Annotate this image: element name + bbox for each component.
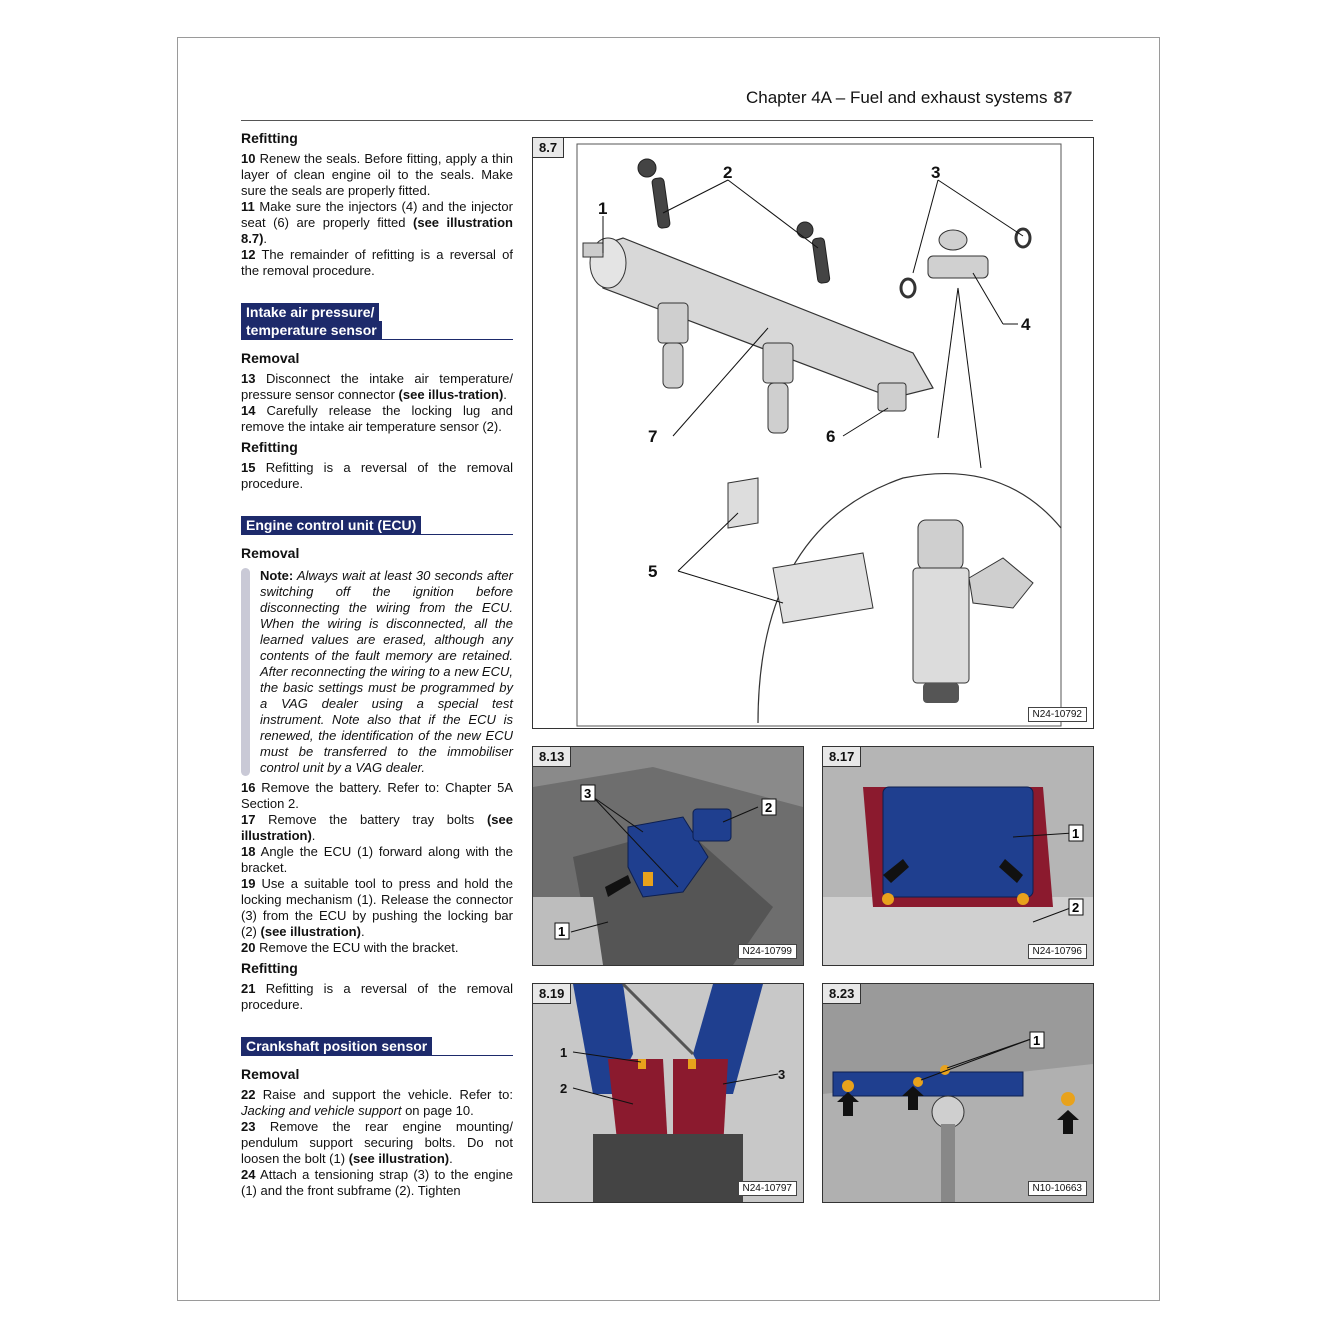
- paragraph-23: 23 Remove the rear engine mounting/ pend…: [241, 1119, 513, 1166]
- illustration-ref[interactable]: (see illustration): [260, 924, 361, 939]
- page-header: Chapter 4A – Fuel and exhaust systems 87: [746, 88, 1072, 108]
- paragraph-13: 13 Disconnect the intake air temperature…: [241, 371, 513, 402]
- figure-8-7: 8.7: [532, 137, 1094, 729]
- callout-2: 2: [765, 800, 772, 815]
- subheading-refitting: Refitting: [241, 130, 298, 146]
- callout-2: 2: [1072, 900, 1079, 915]
- header-rule: [241, 120, 1093, 121]
- callout-2: 2: [723, 163, 732, 182]
- callout-1: 1: [558, 924, 565, 939]
- subheading-refitting: Refitting: [241, 439, 298, 455]
- paragraph-18: 18 Angle the ECU (1) forward along with …: [241, 844, 513, 875]
- callout-3: 3: [931, 163, 940, 182]
- callout-1: 1: [560, 1045, 567, 1060]
- paragraph-21: 21 Refitting is a reversal of the remova…: [241, 981, 513, 1012]
- note-box: Note: Always wait at least 30 seconds af…: [241, 568, 513, 776]
- figure-8-17: 8.17 1 2 N24-10796: [822, 746, 1094, 966]
- paragraph-19: 19 Use a suitable tool to press and hold…: [241, 876, 513, 939]
- figure-label: 8.13: [533, 747, 572, 767]
- paragraph-17: 17 Remove the battery tray bolts (see il…: [241, 812, 513, 843]
- figure-code: N24-10796: [1027, 944, 1087, 959]
- figure-label: 8.17: [823, 747, 862, 767]
- paragraph-22: 22 Raise and support the vehicle. Refer …: [241, 1087, 513, 1118]
- figure-code: N24-10797: [737, 1181, 797, 1196]
- callout-1: 1: [1072, 826, 1079, 841]
- callout-2: 2: [560, 1081, 567, 1096]
- figure-label: 8.19: [533, 984, 572, 1004]
- paragraph-24: 24 Attach a tensioning strap (3) to the …: [241, 1167, 513, 1198]
- illustration-ref[interactable]: (see illustration): [241, 812, 513, 843]
- text-column: Refitting 10 Renew the seals. Before fit…: [241, 130, 513, 1199]
- figure-8-13: 8.13 3 2 1 N24-10799: [532, 746, 804, 966]
- section-heading-ecu: Engine control unit (ECU): [241, 516, 513, 535]
- section-heading-intake-sensor: Intake air pressure/temperature sensor: [241, 303, 513, 340]
- figure-code: N24-10799: [737, 944, 797, 959]
- ecu-photo: 1 2: [823, 747, 1093, 965]
- subheading-removal: Removal: [241, 1066, 300, 1082]
- figure-8-23: 8.23 1 N10-10663: [822, 983, 1094, 1203]
- illustration-ref[interactable]: (see illus-tration): [398, 387, 504, 402]
- callout-7: 7: [648, 427, 657, 446]
- page-number: 87: [1053, 88, 1073, 107]
- subheading-removal: Removal: [241, 350, 300, 366]
- subheading-refitting: Refitting: [241, 960, 298, 976]
- callout-4: 4: [1021, 315, 1031, 334]
- subheading-removal: Removal: [241, 545, 300, 561]
- figure-8-19: 8.19 1 2 3 N24-10797: [532, 983, 804, 1203]
- callout-6: 6: [826, 427, 835, 446]
- note-text: Always wait at least 30 seconds after sw…: [260, 568, 513, 775]
- figure-code: N10-10663: [1027, 1181, 1087, 1196]
- callout-3: 3: [778, 1067, 785, 1082]
- note-bar: [241, 568, 250, 776]
- fuel-rail-diagram: 1 2 3 4 5 6 7: [576, 143, 1062, 727]
- engine-mount-photo: 1 2 3: [533, 984, 803, 1202]
- figure-label: 8.23: [823, 984, 862, 1004]
- figure-label: 8.7: [533, 138, 565, 158]
- intake-sensor-photo: 3 2 1: [533, 747, 803, 965]
- paragraph-11: 11 Make sure the injectors (4) and the i…: [241, 199, 513, 246]
- paragraph-20: 20 Remove the ECU with the bracket.: [241, 940, 459, 955]
- illustration-ref[interactable]: (see illustration 8.7): [241, 215, 513, 246]
- callout-1: 1: [598, 199, 607, 218]
- illustration-ref[interactable]: (see illustration): [348, 1151, 450, 1166]
- callout-3: 3: [584, 786, 591, 801]
- paragraph-10: 10 Renew the seals. Before fitting, appl…: [241, 151, 513, 198]
- figure-code: N24-10792: [1027, 707, 1087, 722]
- section-heading-crankshaft: Crankshaft position sensor: [241, 1037, 513, 1056]
- chapter-title: Chapter 4A – Fuel and exhaust systems: [746, 88, 1048, 107]
- paragraph-15: 15 Refitting is a reversal of the remova…: [241, 460, 513, 491]
- subframe-photo: 1: [823, 984, 1093, 1202]
- paragraph-16: 16 Remove the battery. Refer to: Chapter…: [241, 780, 513, 811]
- callout-1: 1: [1033, 1033, 1040, 1048]
- paragraph-12: 12 The remainder of refitting is a rever…: [241, 247, 513, 278]
- paragraph-14: 14 Carefully release the locking lug and…: [241, 403, 513, 434]
- callout-5: 5: [648, 562, 657, 581]
